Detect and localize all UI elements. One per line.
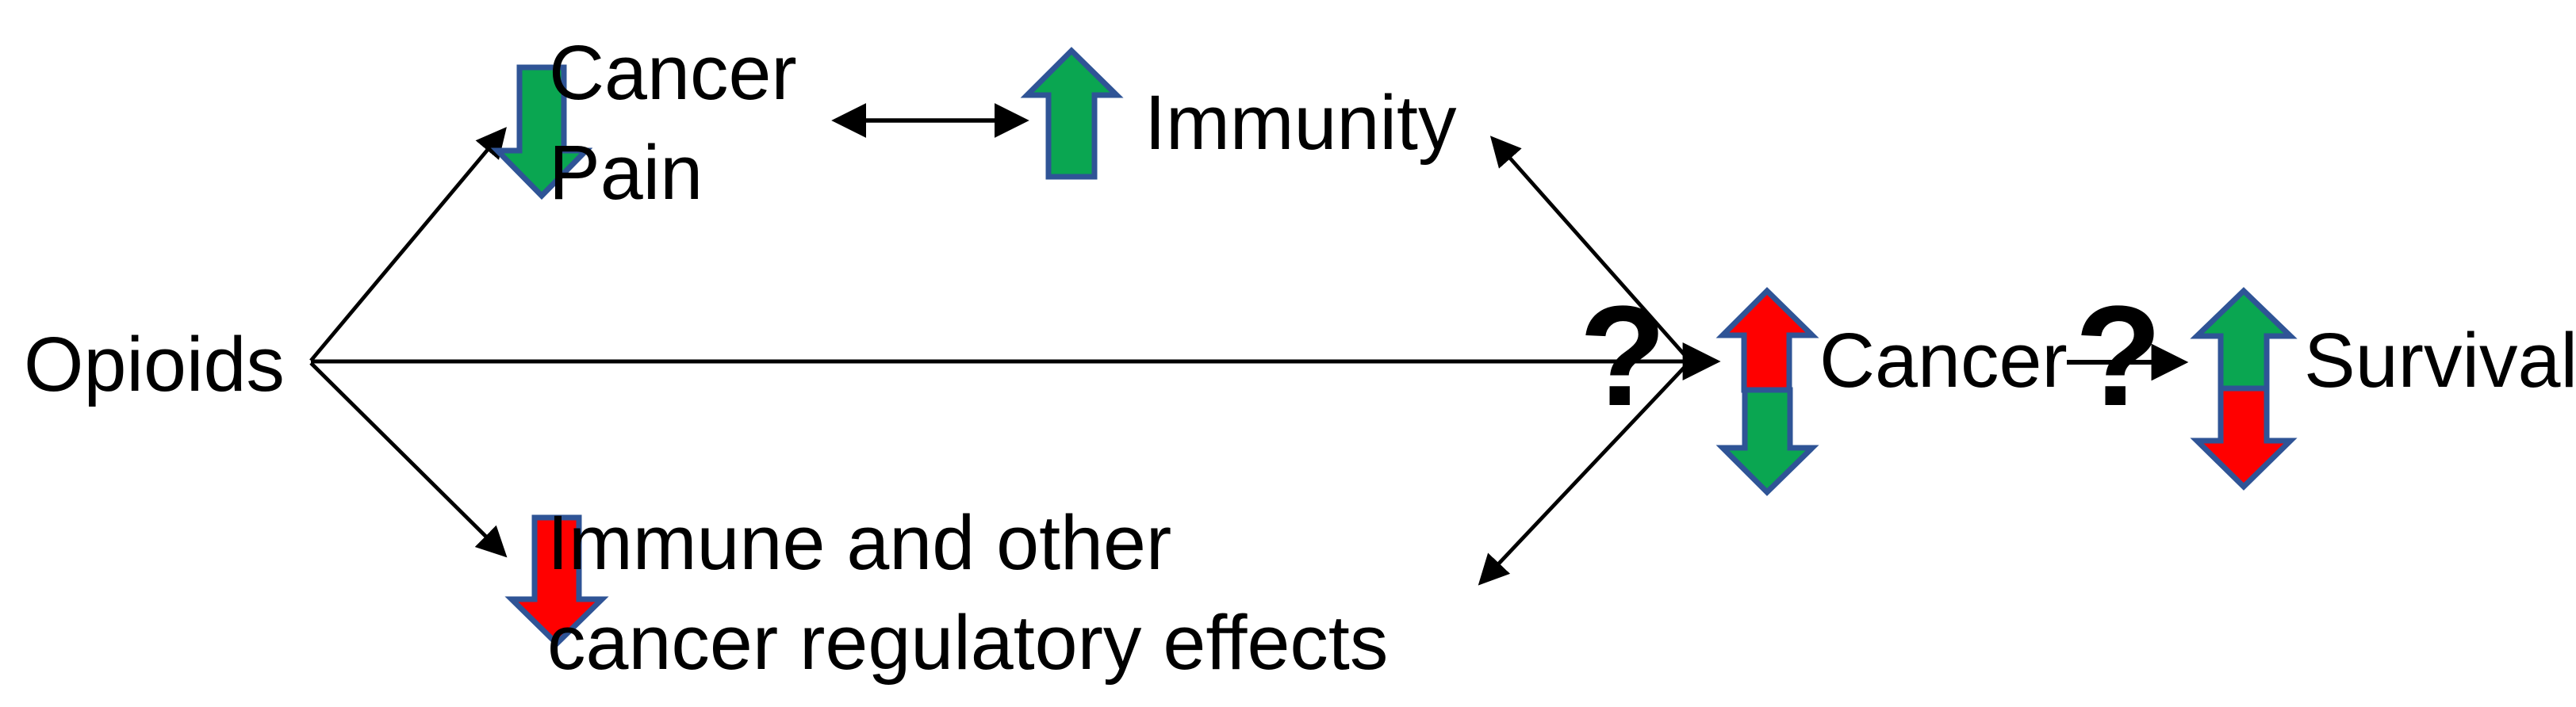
survival-increase-arrow-icon [2190,287,2298,392]
connector-cancer-to-immunity [1489,136,1688,358]
survival-question-mark: ? [2075,277,2162,436]
cancer-label: Cancer [1819,317,2068,403]
survival-decrease-arrow-icon [2190,385,2298,491]
immune-effects-label-line2: cancer regulatory effects [547,599,1389,686]
immunity-increase-arrow-icon [1020,47,1124,180]
cancer-pain-label-line2: Pain [549,129,703,216]
opioids-label: Opioids [24,321,285,407]
immune-effects-label: Immune and other cancer regulatory effec… [547,493,1388,693]
cancer-question-mark: ? [1579,277,1666,436]
immune-effects-label-line1: Immune and other [547,499,1172,586]
cancer-pain-label: Cancer Pain [549,23,797,223]
survival-label: Survival [2304,317,2576,403]
immunity-label: Immunity [1144,79,1457,166]
cancer-pain-decrease-arrow-icon [490,64,593,200]
connector-cancer-to-immune-effects [1478,364,1688,586]
connector-opioids-to-cancer-pain [309,127,507,362]
cancer-decrease-arrow-icon [1715,387,1819,496]
cancer-pain-label-line1: Cancer [549,29,797,116]
cancer-increase-arrow-icon [1715,287,1819,393]
immune-effects-decrease-arrow-icon [504,514,609,648]
connector-opioids-to-immune-effects [309,361,508,558]
